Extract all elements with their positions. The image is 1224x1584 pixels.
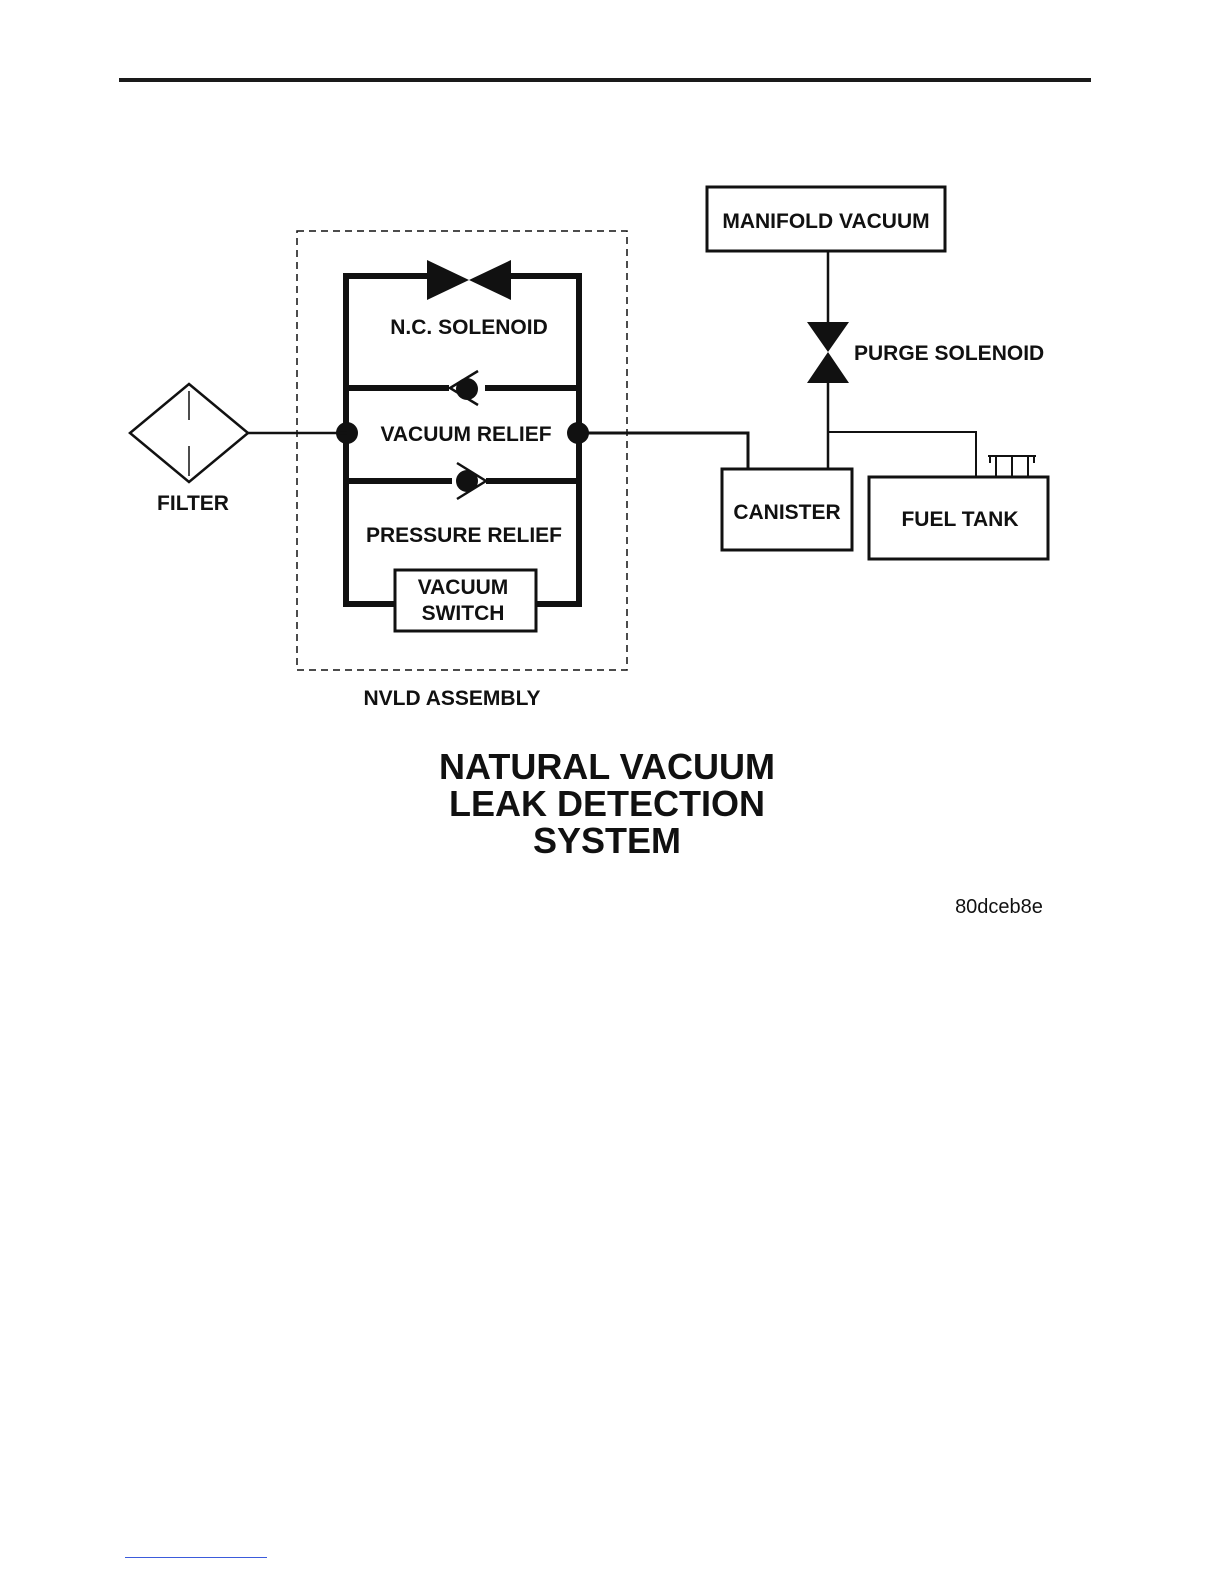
fuel-filler-cap-icon [988,456,1036,477]
nvld-assembly-label: NVLD ASSEMBLY [364,687,541,710]
pressure-relief-check-valve-icon [456,463,486,499]
diagram-title-line2: LEAK DETECTION [449,783,765,824]
filter-icon [130,384,248,482]
vacuum-switch-label-line2: SWITCH [422,602,505,625]
fuel-tank-label: FUEL TANK [901,508,1018,531]
vacuum-relief-check-valve-icon [450,371,478,405]
canister-label: CANISTER [733,501,840,524]
filter-label: FILTER [157,492,229,515]
nvld-to-canister-line [578,433,748,469]
figure-code: 80dceb8e [955,896,1043,918]
vacuum-relief-label: VACUUM RELIEF [380,423,551,446]
diagram-title-line3: SYSTEM [533,820,681,861]
diagram-title-line1: NATURAL VACUUM [439,746,775,787]
nc-solenoid-valve-icon [427,260,511,300]
manifold-vacuum-label: MANIFOLD VACUUM [722,210,929,233]
vacuum-switch-label-line1: VACUUM [418,576,509,599]
purge-solenoid-valve-icon [807,322,849,383]
nc-solenoid-label: N.C. SOLENOID [390,316,548,339]
purge-solenoid-label: PURGE SOLENOID [854,342,1044,365]
pressure-relief-label: PRESSURE RELIEF [366,524,562,547]
bottom-link-underline[interactable] [125,1557,267,1558]
